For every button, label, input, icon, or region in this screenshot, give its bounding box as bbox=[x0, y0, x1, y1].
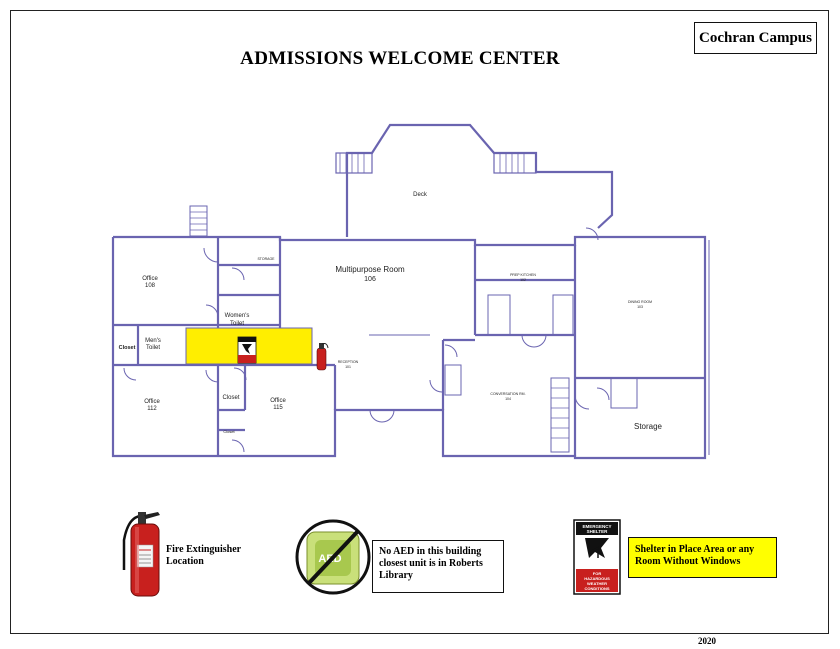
map-title: ADMISSIONS WELCOME CENTER bbox=[240, 48, 560, 69]
room-label: 101 bbox=[345, 365, 351, 369]
shelter-sign-map-icon bbox=[237, 336, 257, 364]
room-label: 102 bbox=[520, 278, 526, 282]
aed-legend-note: No AED in this building closest unit is … bbox=[372, 540, 504, 593]
room-label: Deck bbox=[413, 192, 428, 198]
room-label: Office bbox=[144, 399, 160, 405]
room-label: PREP KITCHEN bbox=[510, 273, 536, 277]
shelter-legend-note: Shelter in Place Area or any Room Withou… bbox=[628, 537, 777, 578]
fire-extinguisher-icon bbox=[122, 512, 160, 597]
svg-text:HAZARDOUS: HAZARDOUS bbox=[584, 576, 610, 581]
campus-label: Cochran Campus bbox=[694, 22, 817, 54]
map-frame bbox=[10, 10, 829, 634]
room-label: Multipurpose Room bbox=[335, 265, 405, 274]
room-label: 112 bbox=[147, 406, 157, 412]
room-label: Toilet bbox=[230, 321, 244, 327]
room-label: Toilet bbox=[146, 345, 160, 351]
year-label: 2020 bbox=[698, 636, 716, 646]
room-label: 104 bbox=[505, 397, 511, 401]
room-label: Closet bbox=[222, 395, 239, 401]
room-label: RECEPTION bbox=[338, 360, 359, 364]
fire-extinguisher-legend-label: Fire Extinguisher Location bbox=[166, 544, 241, 567]
room-label: 115 bbox=[273, 405, 283, 411]
room-label: Closet bbox=[119, 345, 136, 351]
aed-icon: AED bbox=[295, 519, 371, 595]
svg-text:SHELTER: SHELTER bbox=[587, 529, 608, 534]
room-label: Men's bbox=[145, 338, 161, 344]
emergency-shelter-sign-icon: EMERGENCY SHELTER FOR HAZARDOUS WEATHER … bbox=[573, 519, 621, 595]
room-label: DINING ROOM bbox=[628, 300, 652, 304]
svg-text:WEATHER: WEATHER bbox=[587, 581, 607, 586]
extinguisher-map-icon bbox=[316, 343, 329, 371]
room-label: 108 bbox=[145, 283, 156, 289]
room-label: Closet bbox=[223, 429, 235, 434]
outer-wall bbox=[111, 235, 707, 460]
svg-text:FOR: FOR bbox=[593, 571, 602, 576]
room-label: Women's bbox=[225, 313, 250, 319]
room-label: STORAGE bbox=[257, 257, 275, 261]
svg-text:CONDITIONS: CONDITIONS bbox=[584, 586, 609, 591]
room-label: Office bbox=[270, 398, 286, 404]
room-label: 106 bbox=[364, 276, 376, 283]
room-label: Storage bbox=[634, 422, 663, 431]
room-label: Office bbox=[142, 276, 158, 282]
room-label: CONVERSATION RM. bbox=[490, 392, 525, 396]
room-label: 103 bbox=[637, 305, 643, 309]
deck-outline bbox=[345, 123, 614, 237]
svg-text:EMERGENCY: EMERGENCY bbox=[582, 524, 611, 529]
